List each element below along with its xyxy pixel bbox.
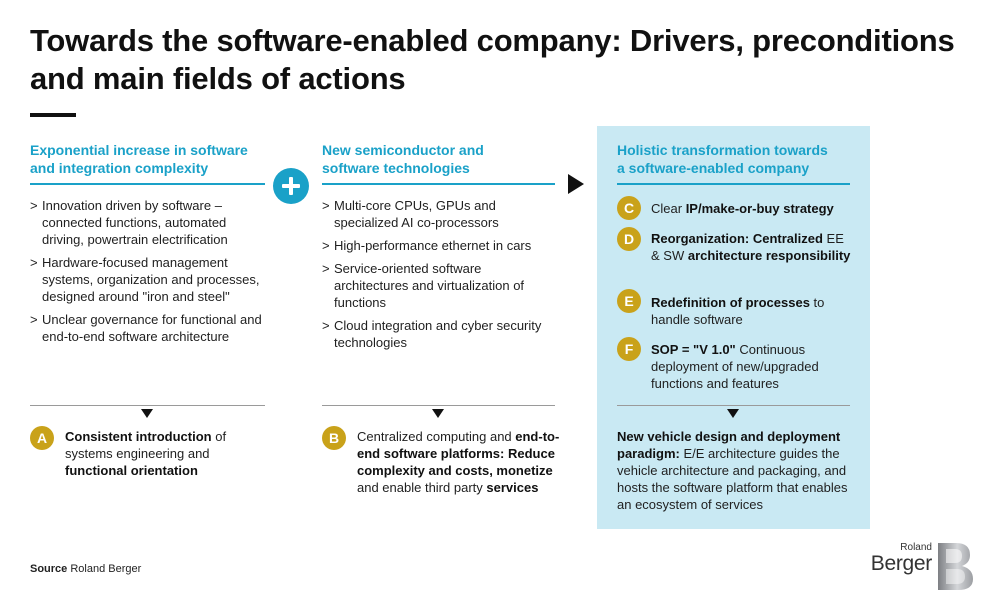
column-heading: New semiconductor and software technolog… <box>322 141 555 185</box>
list-item: >Multi-core CPUs, GPUs and specialized A… <box>322 198 499 230</box>
column-heading: Exponential increase in software and int… <box>30 141 265 185</box>
source-note: Source Roland Berger <box>30 563 142 575</box>
page-title: Towards the software-enabled company: Dr… <box>30 23 955 96</box>
action-item-f: SOP = "V 1.0" Continuous deployment of n… <box>651 342 819 391</box>
list-item: >Unclear governance for functional and e… <box>30 312 262 344</box>
column-drivers: Exponential increase in software and int… <box>30 141 265 351</box>
roland-berger-logo: Roland Berger <box>871 541 976 591</box>
result-a: Consistent introduction of systems engin… <box>65 429 227 478</box>
divider <box>30 405 265 406</box>
transformation-panel <box>597 126 870 529</box>
list-item: >Hardware-focused management systems, or… <box>30 255 260 304</box>
divider <box>322 405 555 406</box>
divider <box>617 405 850 406</box>
badge-a: A <box>30 426 54 450</box>
badge-e: E <box>617 289 641 313</box>
badge-b: B <box>322 426 346 450</box>
result-transformation: New vehicle design and deployment paradi… <box>617 429 848 512</box>
list-item: >High-performance ethernet in cars <box>322 238 532 253</box>
column-technologies: New semiconductor and software technolog… <box>322 141 555 357</box>
badge-d: D <box>617 227 641 251</box>
list-item: >Service-oriented software architectures… <box>322 261 525 310</box>
column-heading: Holistic transformation towards a softwa… <box>617 141 850 185</box>
arrow-down-icon <box>141 409 153 418</box>
action-item-e: Redefinition of processes to handle soft… <box>651 295 825 327</box>
badge-f: F <box>617 337 641 361</box>
title-underline <box>30 113 76 117</box>
action-item-c: Clear IP/make-or-buy strategy <box>651 201 834 216</box>
bullet-list: >Multi-core CPUs, GPUs and specialized A… <box>322 197 555 351</box>
list-item: >Cloud integration and cyber security te… <box>322 318 542 350</box>
arrow-right-icon <box>568 174 584 194</box>
plus-icon <box>273 168 309 204</box>
badge-c: C <box>617 196 641 220</box>
column-transformation: Holistic transformation towards a softwa… <box>617 141 850 185</box>
result-b: Centralized computing and end-to-end sof… <box>357 429 560 495</box>
list-item: >Innovation driven by software – connect… <box>30 198 228 247</box>
bullet-list: >Innovation driven by software – connect… <box>30 197 265 345</box>
arrow-down-icon <box>432 409 444 418</box>
action-item-d: Reorganization: Centralized EE & SW arch… <box>651 231 851 263</box>
logo-b-mark-icon <box>938 543 973 590</box>
arrow-down-icon <box>727 409 739 418</box>
